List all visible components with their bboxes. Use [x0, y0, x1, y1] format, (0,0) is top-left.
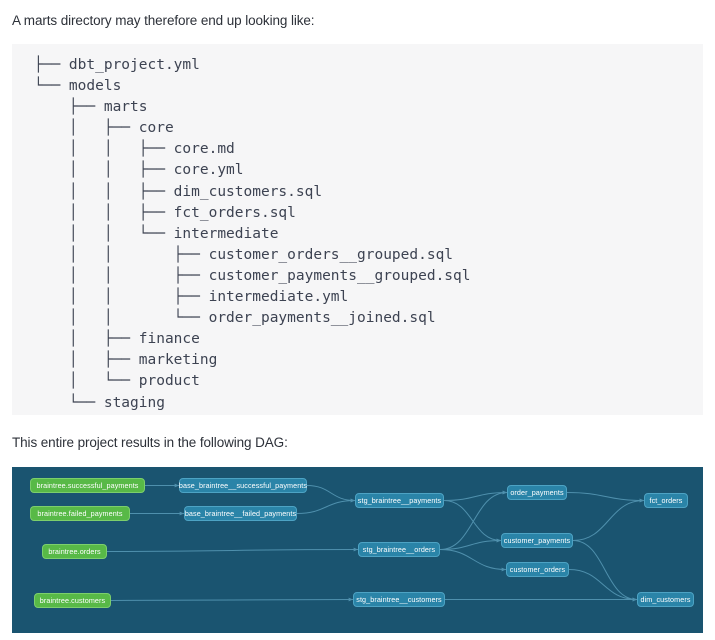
dag-panel: braintree.successful_payments braintree.f…	[12, 467, 703, 633]
directory-tree-text: ├── dbt_project.yml └── models ├── marts…	[34, 57, 471, 411]
dag-node-customer_payments[interactable]: customer_payments	[501, 533, 573, 548]
dag-node-label: braintree.orders	[48, 546, 101, 556]
dag-node-label: order_payments	[510, 487, 564, 497]
dag-edge-order_payments-to-fct_orders	[566, 492, 645, 503]
dag-node-stg_braintree__customers[interactable]: stg_braintree__customers	[353, 592, 445, 607]
dag-edge-customer_orders-to-dim_customers	[568, 569, 638, 602]
dag-node-fct_orders[interactable]: fct_orders	[644, 493, 688, 508]
dag-node-label: customer_orders	[509, 564, 566, 574]
dag-edge-braintree_customers-to-stg_braintree__customers	[110, 597, 354, 602]
dag-node-stg_braintree__orders[interactable]: stg_braintree__orders	[358, 542, 440, 557]
dag-node-braintree_orders[interactable]: braintree.orders	[42, 544, 107, 559]
dag-node-label: dim_customers	[640, 594, 691, 604]
dag-edge-base_braintree__successful_payments-to-stg_braintree__payments	[306, 485, 356, 503]
dag-node-label: stg_braintree__orders	[362, 544, 436, 554]
dag-node-order_payments[interactable]: order_payments	[507, 485, 567, 500]
dag-node-label: braintree.customers	[39, 595, 106, 605]
dag-node-braintree_customers[interactable]: braintree.customers	[34, 593, 111, 608]
directory-tree-code-block: ├── dbt_project.yml └── models ├── marts…	[12, 44, 703, 415]
dag-edges-layer	[106, 483, 645, 602]
dag-node-braintree_failed_payments[interactable]: braintree.failed_payments	[30, 506, 130, 521]
dag-node-label: base_braintree__failed_payments	[184, 508, 297, 518]
intro-paragraph: A marts directory may therefore end up l…	[12, 13, 315, 28]
dag-edge-stg_braintree__payments-to-order_payments	[443, 490, 508, 501]
dag-node-customer_orders[interactable]: customer_orders	[506, 562, 569, 577]
dag-edge-customer_payments-to-dim_customers	[572, 540, 638, 602]
dag-node-label: stg_braintree__payments	[357, 495, 442, 505]
dag-node-base_braintree__failed_payments[interactable]: base_braintree__failed_payments	[184, 506, 297, 521]
dag-node-label: base_braintree__successful_payments	[178, 480, 308, 490]
dag-edge-stg_braintree__payments-to-customer_payments	[443, 500, 502, 543]
dag-node-label: stg_braintree__customers	[356, 594, 442, 604]
dag-node-label: braintree.successful_payments	[36, 480, 139, 490]
dag-node-label: braintree.failed_payments	[37, 508, 123, 518]
dag-edge-base_braintree__failed_payments-to-stg_braintree__payments	[296, 498, 356, 514]
dag-node-label: fct_orders	[649, 495, 683, 505]
dag-node-label: customer_payments	[503, 535, 571, 545]
dag-paragraph: This entire project results in the follo…	[12, 435, 288, 450]
dag-edge-stg_braintree__orders-to-order_payments	[439, 490, 508, 550]
dag-edge-stg_braintree__orders-to-customer_orders	[439, 549, 507, 572]
dag-edge-braintree_orders-to-stg_braintree__orders	[106, 547, 359, 552]
dag-edge-customer_payments-to-fct_orders	[572, 498, 645, 541]
dag-edge-stg_braintree__orders-to-customer_payments	[439, 538, 502, 550]
dag-node-braintree_successful_payments[interactable]: braintree.successful_payments	[30, 478, 145, 493]
dag-node-base_braintree__successful_payments[interactable]: base_braintree__successful_payments	[179, 478, 307, 493]
dag-node-dim_customers[interactable]: dim_customers	[637, 592, 694, 607]
dag-node-stg_braintree__payments[interactable]: stg_braintree__payments	[355, 493, 444, 508]
